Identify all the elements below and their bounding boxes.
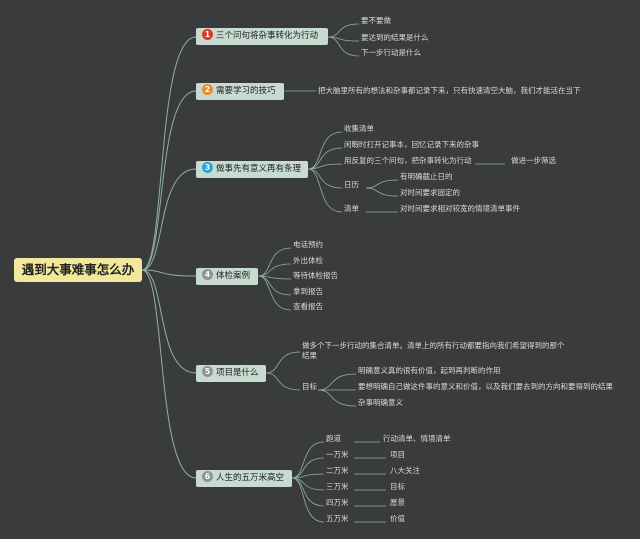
- branch-6-subitem[interactable]: 行动清单、情境清单: [383, 434, 451, 443]
- branch-3-subitem[interactable]: 做进一步筛选: [511, 156, 556, 165]
- connector-line: [307, 131, 343, 170]
- number-badge-3: 3: [202, 162, 213, 173]
- branch-1-item[interactable]: 下一步行动是什么: [361, 48, 421, 57]
- connector-line: [307, 147, 343, 170]
- connector-line: [141, 269, 197, 277]
- branch-6-label: 人生的五万米高空: [216, 473, 285, 483]
- connector-line: [327, 36, 360, 57]
- connector-line: [317, 373, 357, 391]
- branch-6-subitem[interactable]: 价值: [390, 514, 405, 523]
- branch-5-item[interactable]: 目标: [302, 382, 317, 391]
- connector-line: [317, 389, 357, 407]
- branch-5-item[interactable]: 做多个下一步行动的集合清单。清单上的所有行动都要指向我们希望得到的那个结果: [302, 341, 565, 360]
- branch-5-subitem[interactable]: 杂事明确意义: [358, 398, 403, 407]
- connector-line: [307, 163, 343, 170]
- number-badge-6: 6: [202, 471, 213, 482]
- number-badge-1: 1: [202, 29, 213, 40]
- branch-6-item[interactable]: 二万米: [326, 466, 349, 475]
- branch-6-item[interactable]: 三万米: [326, 482, 349, 491]
- connector-line: [141, 90, 197, 271]
- connector-line: [365, 179, 399, 189]
- connector-line: [257, 275, 292, 311]
- connector-line: [327, 23, 360, 38]
- branch-6-item[interactable]: 跑道: [326, 434, 341, 443]
- branch-1-item[interactable]: 要不要做: [361, 16, 391, 25]
- branch-2-label: 需要学习的技巧: [216, 86, 276, 96]
- branch-3-item[interactable]: 闲暇时打开记事本，回忆记录下来的杂事: [344, 140, 479, 149]
- connector-line: [257, 263, 292, 277]
- branch-5-subitem[interactable]: 要想明确自己做这件事的意义和价值，以及我们要去到的方向和要得到的结果: [358, 382, 613, 391]
- connector-line: [307, 168, 343, 189]
- branch-6-subitem[interactable]: 目标: [390, 482, 405, 491]
- branch-5-subitem[interactable]: 明确意义真的很有价值，起到再判断的作用: [358, 366, 501, 375]
- connector-line: [265, 351, 301, 374]
- branch-6-subitem[interactable]: 项目: [390, 450, 405, 459]
- branch-3-item[interactable]: 收集清单: [344, 124, 374, 133]
- branch-6-subitem[interactable]: 八大关注: [390, 466, 420, 475]
- number-badge-2: 2: [202, 84, 213, 95]
- branch-3-subitem[interactable]: 对时间要求固定的: [400, 188, 460, 197]
- branch-4-item[interactable]: 电话预约: [293, 240, 323, 249]
- connector-line: [141, 269, 197, 374]
- branch-6-item[interactable]: 一万米: [326, 450, 349, 459]
- branch-6-item[interactable]: 五万米: [326, 514, 349, 523]
- branch-1-item[interactable]: 要达到的结果是什么: [361, 33, 429, 42]
- branch-6-item[interactable]: 四万米: [326, 498, 349, 507]
- connector-line: [257, 247, 292, 277]
- branch-4-item[interactable]: 等待体检报告: [293, 271, 338, 280]
- connector-line: [141, 36, 197, 271]
- branch-6-subitem[interactable]: 愿景: [390, 498, 405, 507]
- branch-4-item[interactable]: 查看报告: [293, 302, 323, 311]
- branch-3-item[interactable]: 日历: [344, 180, 359, 189]
- connector-line: [291, 477, 325, 523]
- root-topic[interactable]: 遇到大事难事怎么办: [14, 258, 142, 282]
- connector-line: [265, 372, 301, 391]
- connector-line: [291, 477, 325, 507]
- branch-4-item[interactable]: 外出体检: [293, 256, 323, 265]
- branch-3-subitem[interactable]: 对时间要求相对较宽的情境清单事件: [400, 204, 520, 213]
- branch-3-label: 做事先有意义再有条理: [216, 164, 302, 174]
- branch-2-item[interactable]: 把大脑里所有的想法和杂事都记录下来，只有快速清空大脑，我们才能活在当下: [318, 86, 581, 95]
- branch-5-label: 项目是什么: [216, 368, 259, 378]
- connector-line: [307, 168, 343, 213]
- branch-3-item[interactable]: 清单: [344, 204, 359, 213]
- connector-line: [365, 187, 399, 197]
- number-badge-4: 4: [202, 269, 213, 280]
- branch-3-subitem[interactable]: 有明确截止日的: [400, 172, 453, 181]
- branch-1-label: 三个问句将杂事转化为行动: [216, 31, 319, 41]
- number-badge-5: 5: [202, 366, 213, 377]
- branch-4-item[interactable]: 拿到报告: [293, 287, 323, 296]
- connector-line: [291, 441, 325, 479]
- connector-line: [291, 457, 325, 479]
- connector-line: [141, 168, 197, 271]
- branch-3-item[interactable]: 用反复的三个问句，把杂事转化为行动: [344, 156, 472, 165]
- connector-line: [141, 269, 197, 479]
- branch-4-label: 体检案例: [216, 271, 251, 281]
